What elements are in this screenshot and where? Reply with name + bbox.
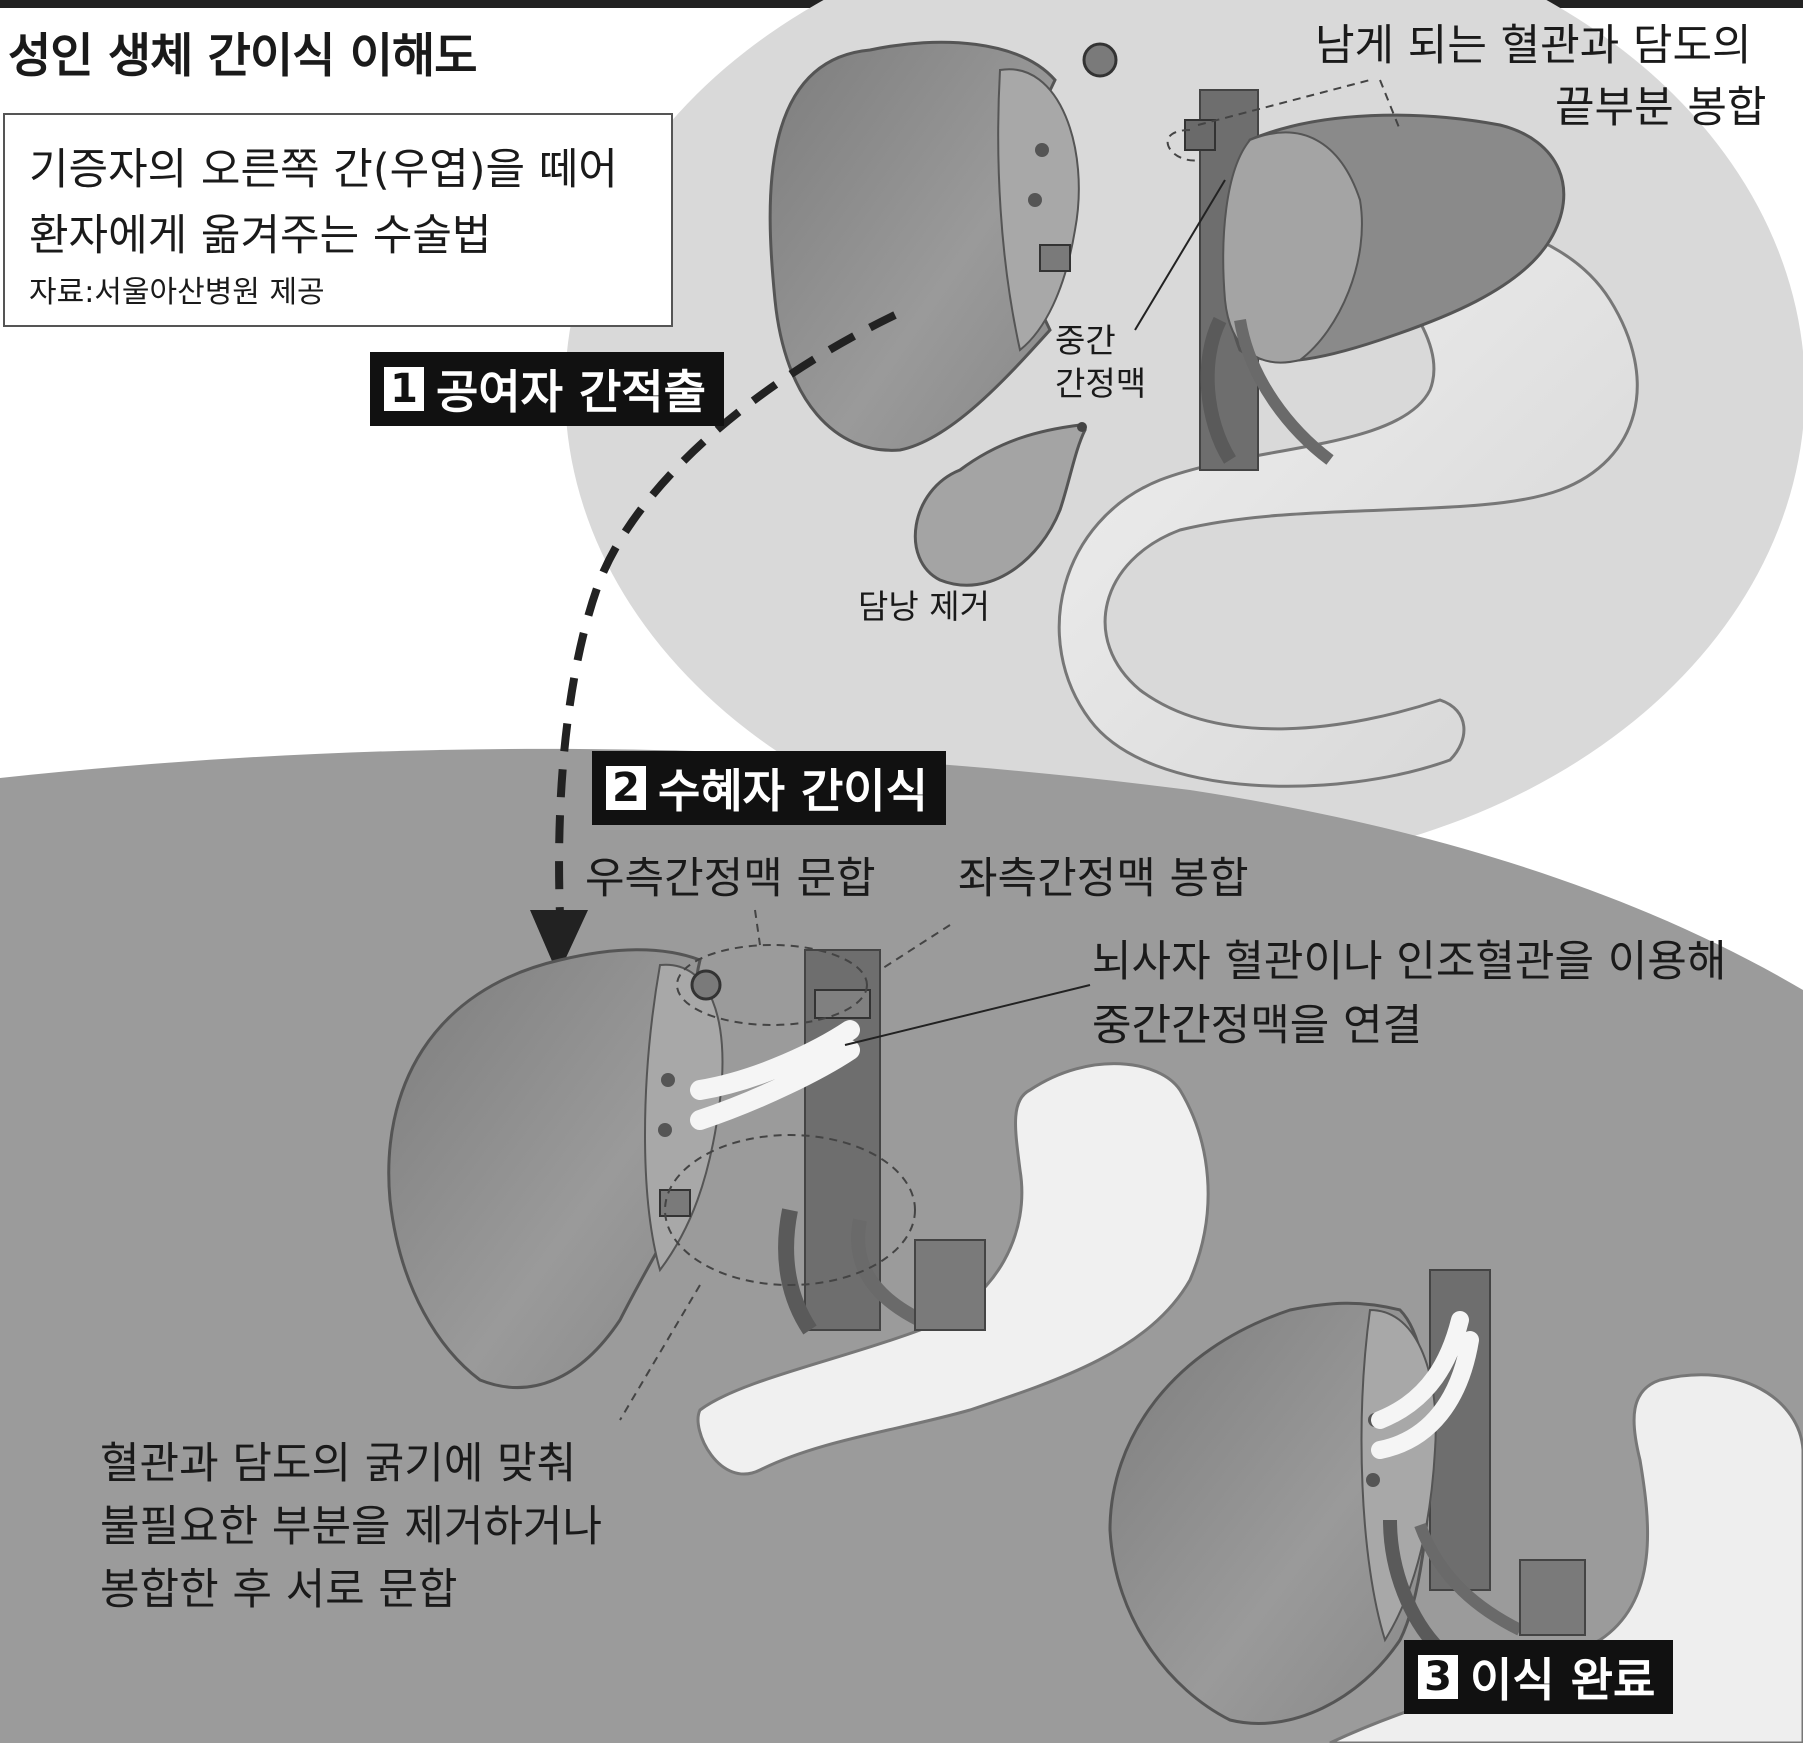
remaining-note-line-1: 남게 되는 혈관과 담도의 [1315,21,1752,71]
step-2-label: 2 수혜자 간이식 [592,751,946,825]
bottom-note-line-3: 봉합한 후 서로 문합 [100,1565,458,1615]
transfer-arrow-path [555,311,897,916]
portal-vessels-step2 [778,1208,986,1335]
step2-leaders [619,909,951,1421]
step-3-text: 이식 완료 [1470,1653,1656,1707]
middle-vein-leader [1134,179,1226,331]
donor-left-lobe [1222,113,1566,364]
recipient-stomach [696,1062,1210,1476]
graft-vein-step2 [690,1020,860,1130]
connect-leader [844,984,1091,1046]
info-line-2: 환자에게 옮겨주는 수술법 [29,211,492,261]
step-1-label: 1 공여자 간적출 [370,352,724,426]
completed-graft-vein [1371,1311,1479,1459]
info-line-1: 기증자의 오른쪽 간(우엽)을 떼어 [29,145,618,195]
step-1-number: 1 [384,367,424,411]
middle-vein-line-2: 간정맥 [1055,364,1147,403]
step-1-text: 공여자 간적출 [436,365,706,419]
lower-anastomosis-ellipse [664,1134,916,1286]
step-2-text: 수혜자 간이식 [658,764,928,818]
right-vein-label: 우측간정맥 문합 [585,854,876,904]
info-box: 기증자의 오른쪽 간(우엽)을 떼어 환자에게 옮겨주는 수술법 자료:서울아산… [3,113,673,327]
middle-vein-line-1: 중간 [1055,321,1116,360]
remaining-note-line-2: 끝부분 봉합 [1555,83,1767,133]
gallbladder [913,422,1087,587]
connect-note-line-2: 중간간정맥을 연결 [1092,1001,1423,1051]
bottom-note-line-2: 불필요한 부분을 제거하거나 [100,1502,603,1552]
page-title: 성인 생체 간이식 이해도 [8,29,477,84]
remaining-leader [1166,79,1401,162]
donor-right-lobe [768,40,1118,452]
step-2-number: 2 [606,766,646,810]
step-3-label: 3 이식 완료 [1404,1640,1674,1714]
left-vein-label: 좌측간정맥 봉합 [958,854,1249,904]
bottom-note-line-1: 혈관과 담도의 굵기에 맞춰 [100,1439,577,1489]
completed-portal-vessels [1383,1519,1586,1655]
transplanted-liver-step2 [387,948,724,1389]
completed-liver [1108,1301,1437,1725]
upper-anastomosis-ellipse [676,944,868,1026]
transfer-arrow-head [530,910,588,975]
info-source: 자료:서울아산병원 제공 [29,275,325,310]
gallbladder-label: 담낭 제거 [858,587,990,626]
step-3-number: 3 [1418,1655,1458,1699]
connect-note-line-1: 뇌사자 혈관이나 인조혈관을 이용해 [1092,937,1727,987]
